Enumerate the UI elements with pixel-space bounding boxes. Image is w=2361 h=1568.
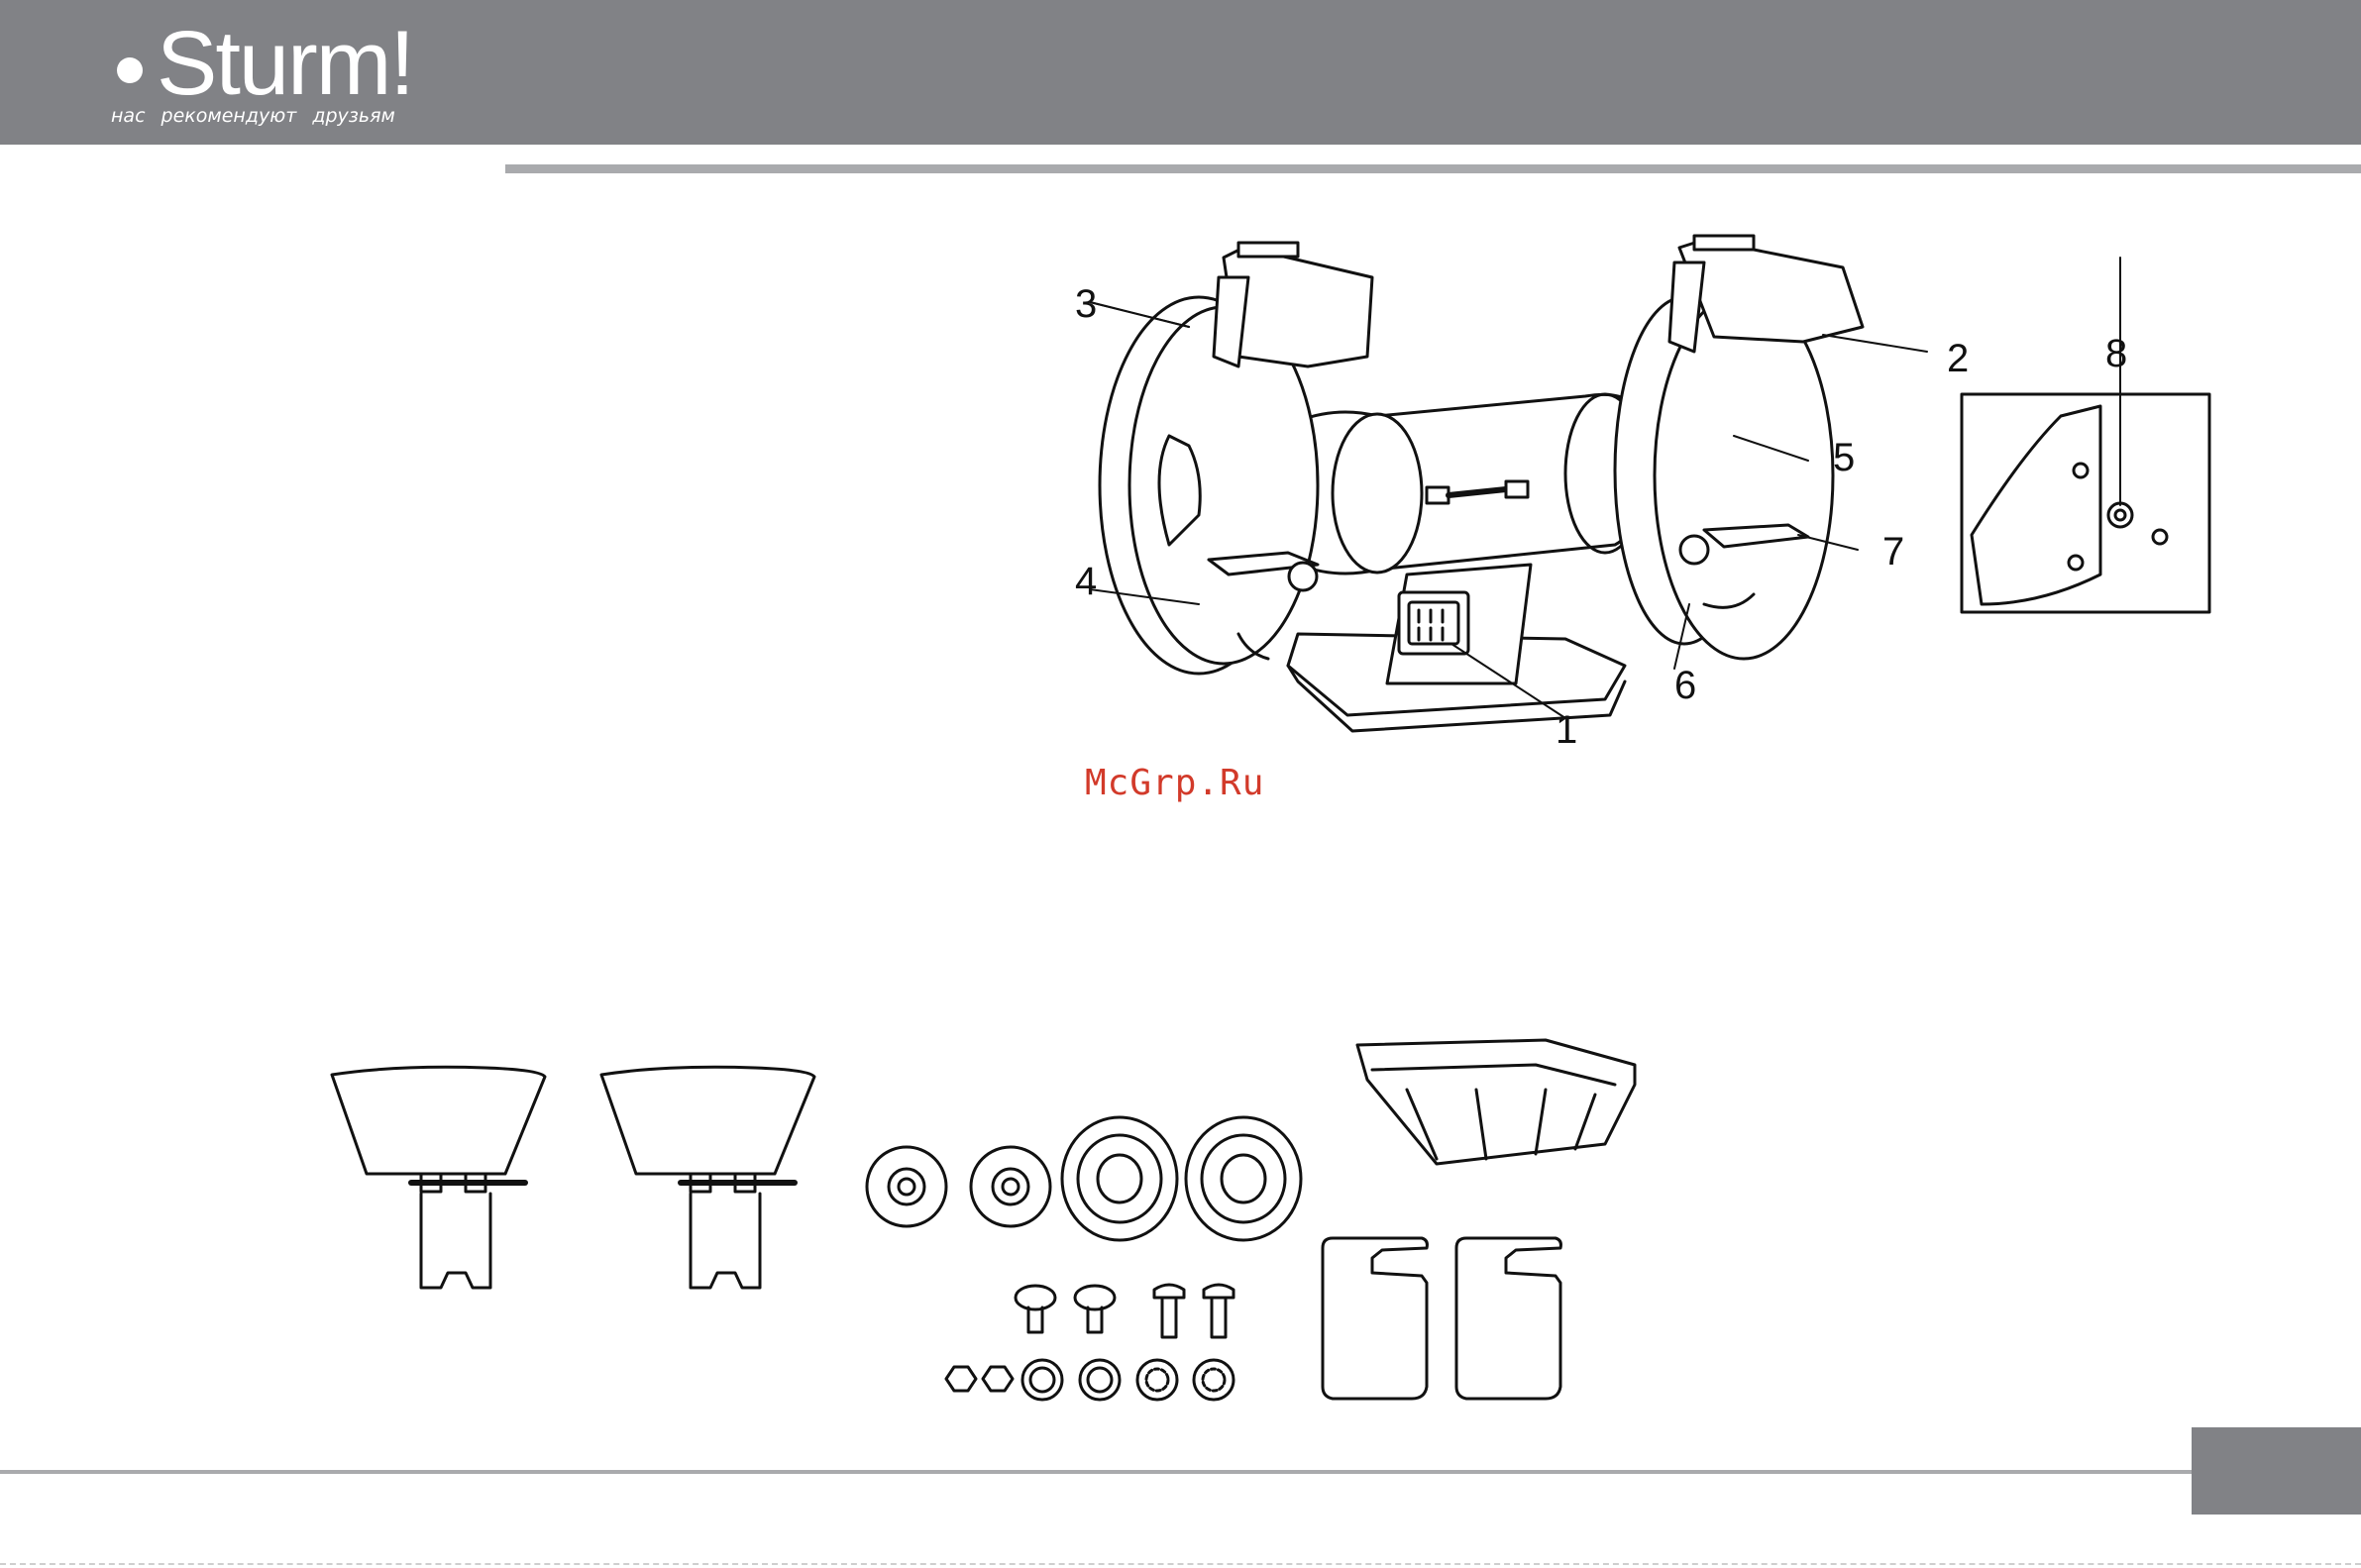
logo-dot (117, 57, 143, 83)
bracket-2 (1456, 1238, 1560, 1399)
knob-2 (971, 1147, 1050, 1226)
flange-2 (1186, 1117, 1301, 1240)
brand-logo: Sturm! нас рекомендуют друзьям (109, 22, 466, 131)
screw-2 (1075, 1286, 1115, 1332)
header-bar: Sturm! нас рекомендуют друзьям (0, 0, 2361, 145)
washer-2 (1080, 1360, 1120, 1400)
footer-divider (0, 1470, 2192, 1474)
lock-washer-2 (1194, 1360, 1234, 1400)
callout-5: 5 (1833, 436, 1855, 479)
bracket-1 (1323, 1238, 1427, 1399)
screw-1 (1016, 1286, 1055, 1332)
knob-1 (867, 1147, 946, 1226)
watermark-text: McGrp.Ru (1085, 763, 1264, 803)
callout-2: 2 (1947, 337, 1969, 380)
brand-tagline: нас рекомендуют друзьям (111, 105, 395, 127)
accessories-illustration (327, 1010, 1655, 1426)
bolt-2 (1204, 1285, 1234, 1337)
washer-1 (1022, 1360, 1062, 1400)
callout-6: 6 (1674, 664, 1696, 707)
storage-tray (1357, 1040, 1635, 1164)
header-divider (505, 164, 2361, 173)
nut-1 (946, 1367, 976, 1391)
callout-4: 4 (1075, 560, 1097, 603)
callout-8: 8 (2105, 332, 2127, 375)
spark-shield-1 (332, 1067, 545, 1288)
bolt-1 (1154, 1285, 1184, 1337)
bench-grinder-illustration: 3 2 8 5 7 4 6 1 (1050, 218, 2239, 773)
nut-2 (983, 1367, 1013, 1391)
spark-shield-2 (601, 1067, 814, 1288)
page-edge-dash (0, 1563, 2361, 1565)
brand-name: Sturm! (157, 14, 413, 113)
flange-1 (1062, 1117, 1177, 1240)
callout-3: 3 (1075, 282, 1097, 326)
page-number-tab (2192, 1427, 2361, 1515)
callout-7: 7 (1882, 530, 1904, 574)
callout-1: 1 (1556, 708, 1577, 752)
lock-washer-1 (1137, 1360, 1177, 1400)
